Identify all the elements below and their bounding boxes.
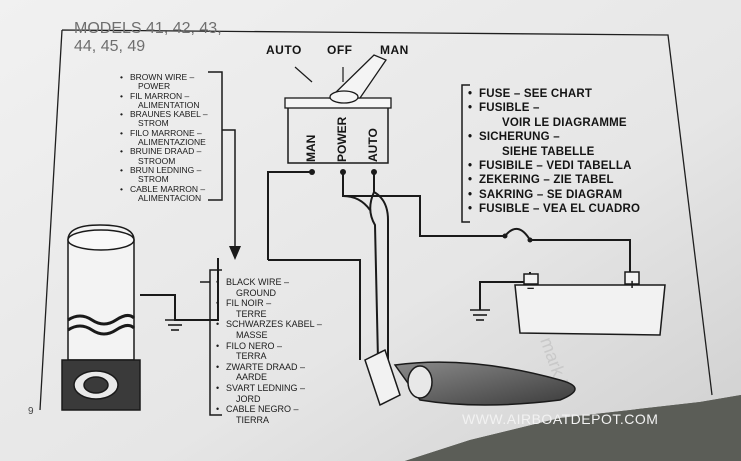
brown-wire-sub: ALIMENTACION <box>138 192 202 203</box>
brown-wire-sub: ALIMENTAZIONE <box>138 137 206 148</box>
svg-text:9: 9 <box>28 406 34 417</box>
black-wire-item: SVART LEDNING – <box>216 383 322 394</box>
diagram-border <box>39 29 713 411</box>
float-switch <box>364 348 576 407</box>
fuse-item: FUSIBILE – VEDI TABELLA <box>468 159 640 174</box>
brown-wire-sub: POWER <box>138 81 171 92</box>
brown-wire-item: FILO MARRONE – <box>120 128 208 138</box>
black-wire-sub: TERRE <box>236 308 267 319</box>
bilge-pump <box>61 224 141 411</box>
brown-wire-item: FIL MARRON – <box>120 91 208 101</box>
terminal-label-power: POWER <box>335 116 349 162</box>
brown-wire-item: CABLE MARRON – <box>120 184 208 194</box>
switch-position-off: OFF <box>327 43 353 57</box>
black-wire-sub: AARDE <box>236 372 268 383</box>
brown-wire-item: BRUINE DRAAD – <box>120 147 208 157</box>
brown-wire-sub: ALIMENTATION <box>138 99 200 110</box>
black-wire-sub: JORD <box>236 393 261 404</box>
terminal-label-auto: AUTO <box>366 128 380 162</box>
fuse-sub: VOIR LE DIAGRAMME <box>502 116 627 129</box>
black-wire-item: FILO NERO – <box>216 341 322 352</box>
black-wire-sub: TERRA <box>236 351 267 362</box>
black-wire-item: FIL NOIR – <box>216 298 322 309</box>
brown-wire-item: BRUN LEDNING – <box>120 165 208 175</box>
battery-plus-sign: + <box>628 276 637 292</box>
black-wire-item: ZWARTE DRAAD – <box>216 362 322 373</box>
brown-wire-item: BRAUNES KABEL – <box>120 109 208 119</box>
shadow-area <box>405 395 741 461</box>
fuse-item: SICHERUNG – <box>468 130 640 145</box>
switch-position-auto: AUTO <box>266 43 302 57</box>
battery <box>514 271 666 336</box>
black-wire-sub: TIERRA <box>236 414 270 425</box>
black-wire-item: BLACK WIRE – <box>216 277 322 288</box>
models-heading: MODELS 41, 42, 43, 44, 45, 49 <box>74 20 222 56</box>
brown-wire-sub: STROM <box>138 118 169 129</box>
fuse-item: FUSIBLE – VEA EL CUADRO <box>468 202 640 217</box>
battery-minus-sign: – <box>527 280 535 295</box>
brown-wire-sub: STROM <box>138 174 169 185</box>
models-line-2: 44, 45, 49 <box>74 38 146 55</box>
fuse-sub: SIEHE TABELLE <box>502 145 595 158</box>
black-wire-list: BLACK WIRE – GROUND FIL NOIR – TERRE SCH… <box>216 277 322 425</box>
black-wire-item: CABLE NEGRO – <box>216 404 322 415</box>
models-line-1: MODELS 41, 42, 43, <box>74 20 222 37</box>
fuse-item: ZEKERING – ZIE TABEL <box>468 173 640 188</box>
brown-wire-sub: STROOM <box>138 155 176 166</box>
fuse-list: FUSE – SEE CHART FUSIBLE – VOIR LE DIAGR… <box>468 87 640 217</box>
brown-wire-list: BROWN WIRE – POWER FIL MARRON – ALIMENTA… <box>120 72 208 203</box>
fuse-item: FUSIBLE – <box>468 101 640 116</box>
switch-position-man: MAN <box>380 43 409 57</box>
black-wire-item: SCHWARZES KABEL – <box>216 319 322 330</box>
brown-wire-item: BROWN WIRE – <box>120 72 208 82</box>
terminal-label-man: MAN <box>304 134 318 162</box>
fuse-item: FUSE – SEE CHART <box>468 87 640 102</box>
black-wire-sub: GROUND <box>236 287 276 298</box>
fuse-item: SAKRING – SE DIAGRAM <box>468 188 640 203</box>
website-url[interactable]: WWW.AIRBOATDEPOT.COM <box>462 411 659 427</box>
black-wire-sub: MASSE <box>236 329 268 340</box>
